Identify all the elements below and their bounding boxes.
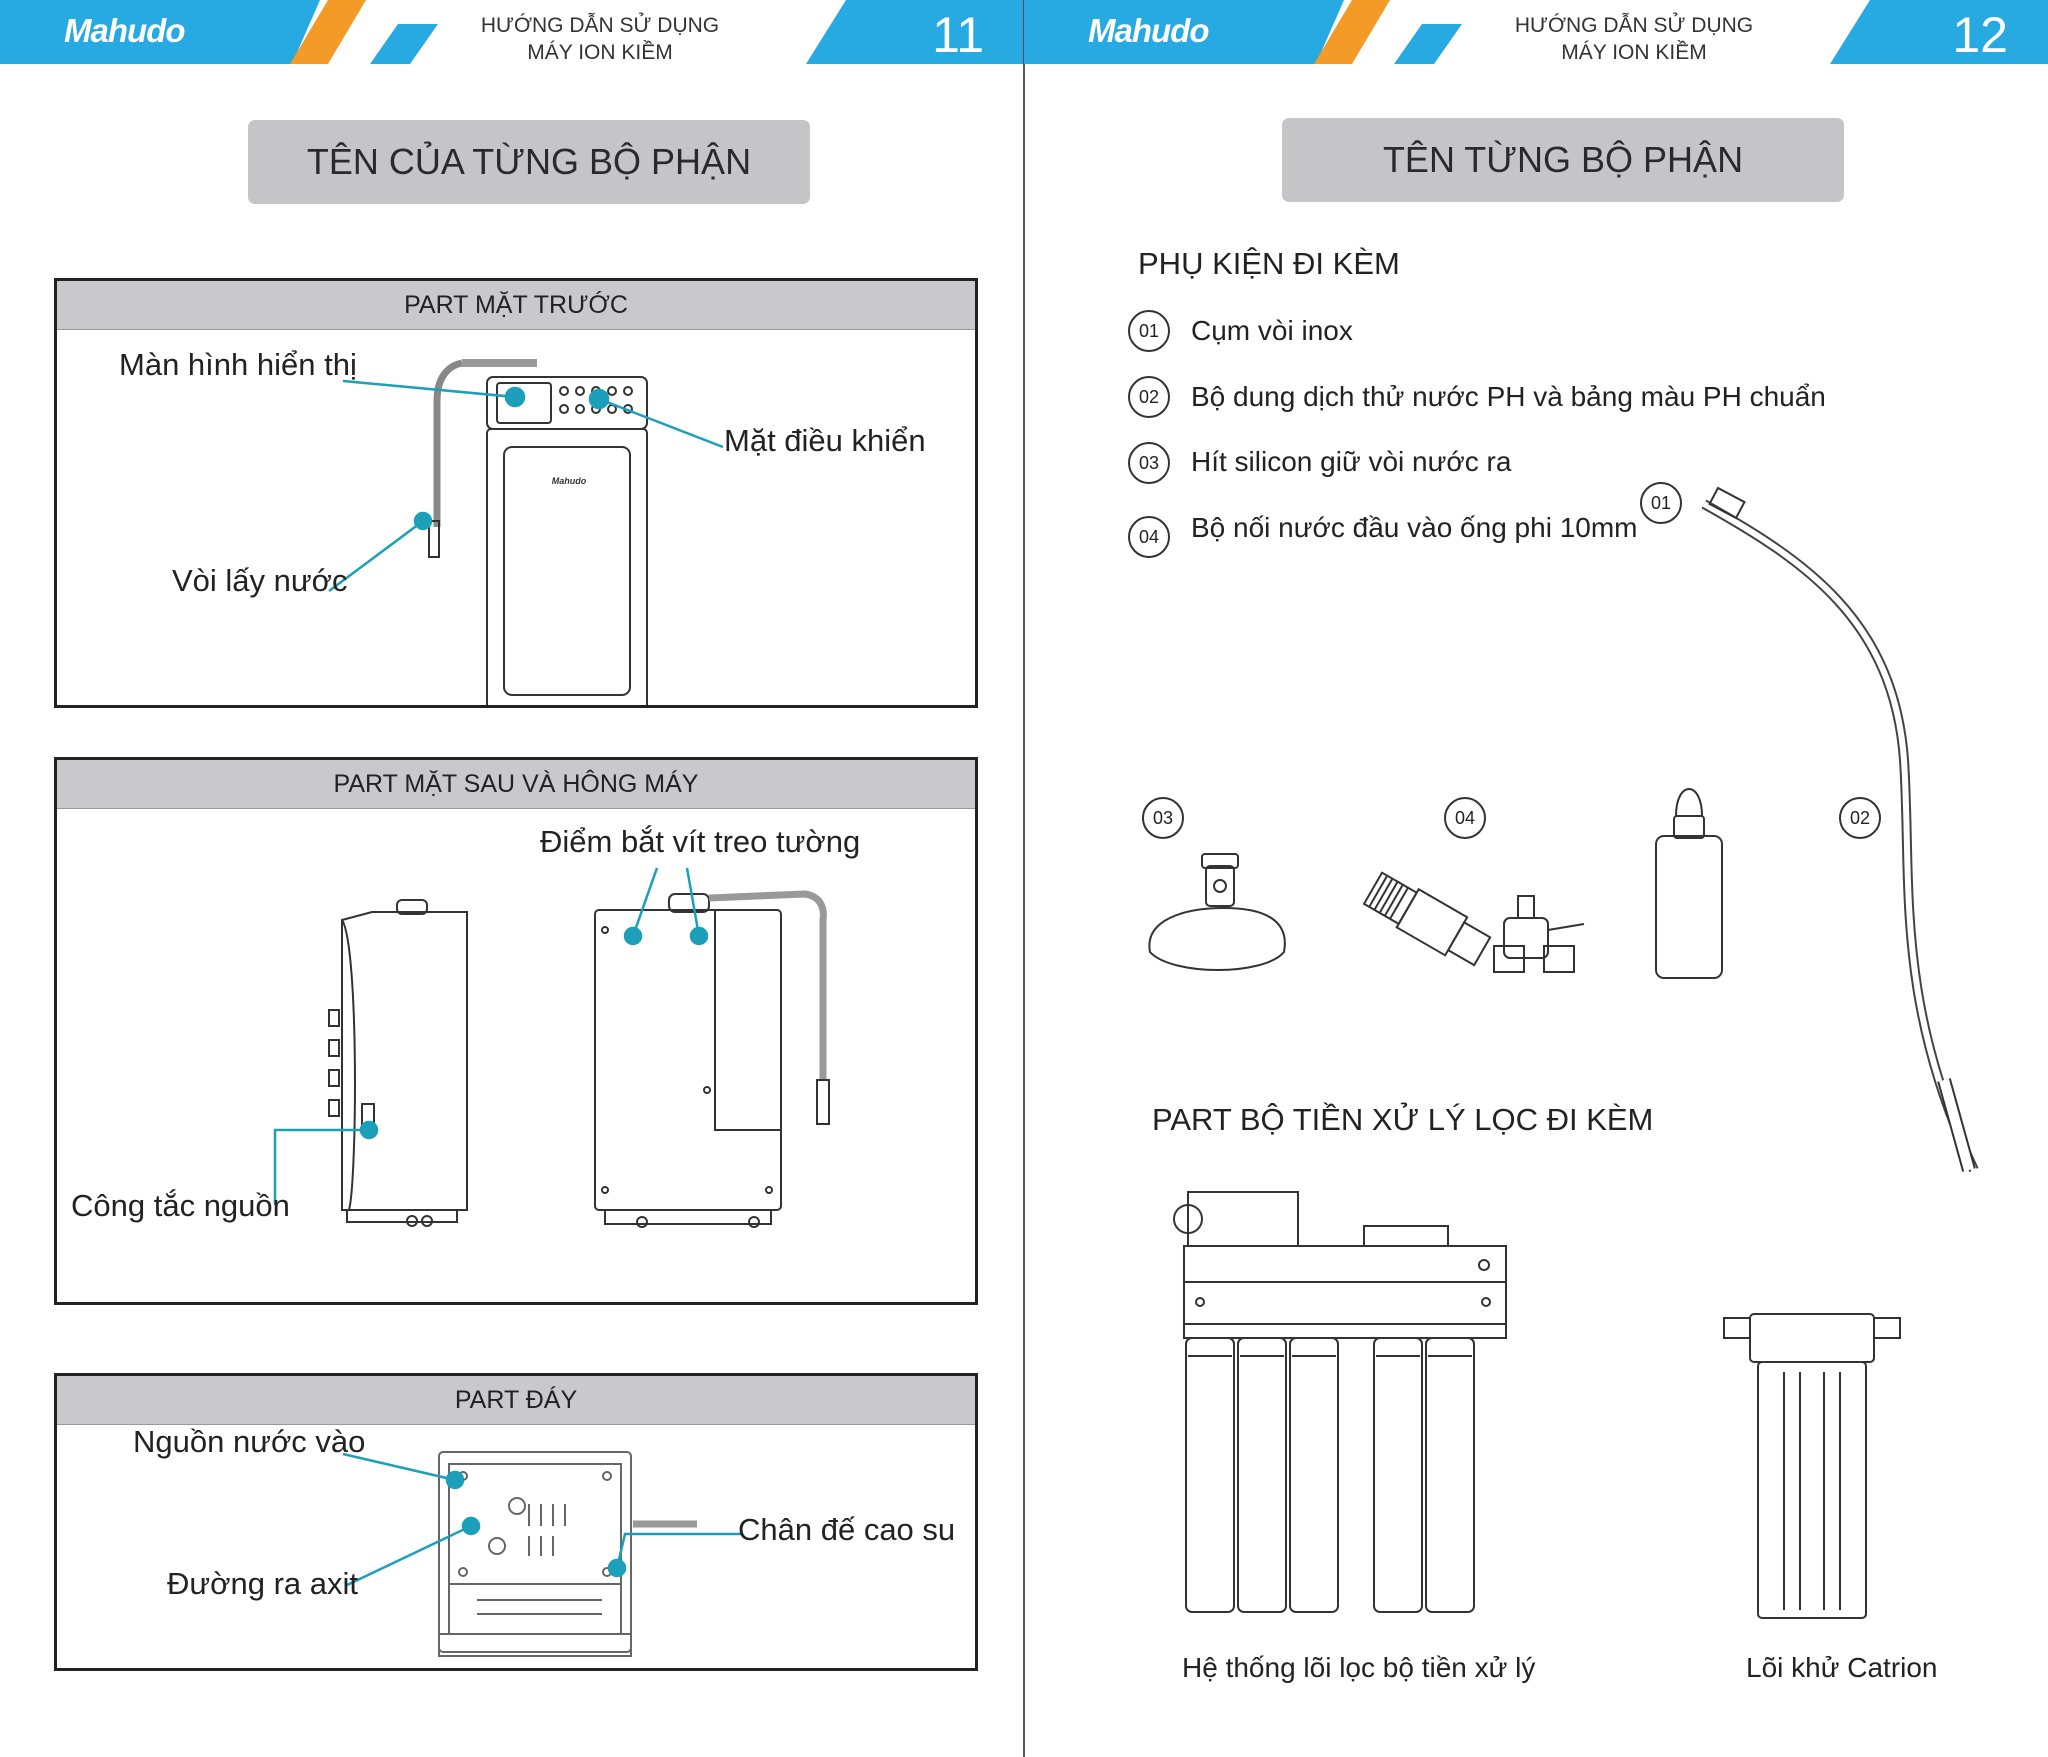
front-device-illustration: Mahudo (328, 359, 724, 705)
back-part-box: PART MẶT SAU VÀ HÔNG MÁY (54, 757, 978, 1305)
header-title: HƯỚNG DẪN SỬ DỤNG MÁY ION KIỀM (480, 14, 720, 64)
prefilter-heading: PART BỘ TIỀN XỬ LÝ LỌC ĐI KÈM (1152, 1102, 1654, 1137)
bottom-part-heading: PART ĐÁY (57, 1376, 975, 1425)
page-divider (1023, 0, 1025, 1757)
accessory-num-01: 01 (1128, 310, 1170, 352)
accessory-label-04: Bộ nối nước đầu vào ống phi 10mm (1191, 512, 1638, 543)
accessory-label-02: Bộ dung dịch thử nước PH và bảng màu PH … (1191, 381, 1826, 412)
front-part-heading: PART MẶT TRƯỚC (57, 281, 975, 330)
page-12: Mahudo HƯỚNG DẪN SỬ DỤNG MÁY ION KIỀM 12… (1024, 0, 2048, 1757)
accessory-label-01: Cụm vòi inox (1191, 315, 1353, 346)
label-display: Màn hình hiển thị (119, 347, 357, 382)
brand-logo: Mahudo (1088, 12, 1209, 49)
label-rubber-feet: Chân đế cao su (738, 1512, 956, 1547)
label-power-switch: Công tắc nguồn (71, 1188, 290, 1223)
accessory-num-02: 02 (1128, 376, 1170, 418)
section-title: TÊN TỪNG BỘ PHẬN (1282, 118, 1844, 202)
label-water-inlet: Nguồn nước vào (133, 1424, 366, 1459)
header-banner (0, 0, 1024, 64)
label-control-panel: Mặt điều khiển (724, 423, 926, 458)
page-number: 12 (1952, 7, 2008, 63)
device-logo: Mahudo (552, 476, 587, 486)
callout-03: 03 (1142, 797, 1184, 839)
accessory-num-04: 04 (1128, 516, 1170, 558)
header-title: HƯỚNG DẪN SỬ DỤNG MÁY ION KIỀM (1514, 14, 1754, 64)
label-prefilter-system: Hệ thống lõi lọc bộ tiền xử lý (1182, 1652, 1536, 1683)
page-header: Mahudo HƯỚNG DẪN SỬ DỤNG MÁY ION KIỀM 11 (0, 0, 1024, 66)
prefilter-illustration (1173, 1191, 1901, 1619)
page-11: Mahudo HƯỚNG DẪN SỬ DỤNG MÁY ION KIỀM 11… (0, 0, 1024, 1671)
callout-01: 01 (1640, 482, 1682, 524)
brand-logo: Mahudo (64, 12, 185, 49)
accessory-num-03: 03 (1128, 442, 1170, 484)
bottom-device-illustration (342, 1451, 741, 1657)
page-number: 11 (932, 7, 984, 63)
accessory-label-03: Hít silicon giữ vòi nước ra (1191, 446, 1512, 477)
callout-02: 02 (1839, 797, 1881, 839)
back-device-illustration (273, 867, 830, 1228)
accessories-illustration (1148, 486, 1979, 1173)
label-faucet: Vòi lấy nước (172, 563, 348, 598)
label-cation-filter: Lõi khử Catrion (1746, 1652, 1938, 1683)
front-part-box: PART MẶT TRƯỚC Mahudo (54, 278, 978, 708)
page-header: Mahudo HƯỚNG DẪN SỬ DỤNG MÁY ION KIỀM 12 (1024, 0, 2048, 66)
accessories-heading: PHỤ KIỆN ĐI KÈM (1138, 246, 1400, 281)
back-part-heading: PART MẶT SAU VÀ HÔNG MÁY (57, 760, 975, 809)
header-banner (1024, 0, 2048, 64)
callout-04: 04 (1444, 797, 1486, 839)
section-title: TÊN CỦA TỪNG BỘ PHẬN (248, 120, 810, 204)
bottom-part-box: PART ĐÁY Nguồn (54, 1373, 978, 1671)
label-acid-outlet: Đường ra axit (167, 1566, 358, 1601)
label-wall-screw: Điểm bắt vít treo tường (540, 824, 861, 859)
